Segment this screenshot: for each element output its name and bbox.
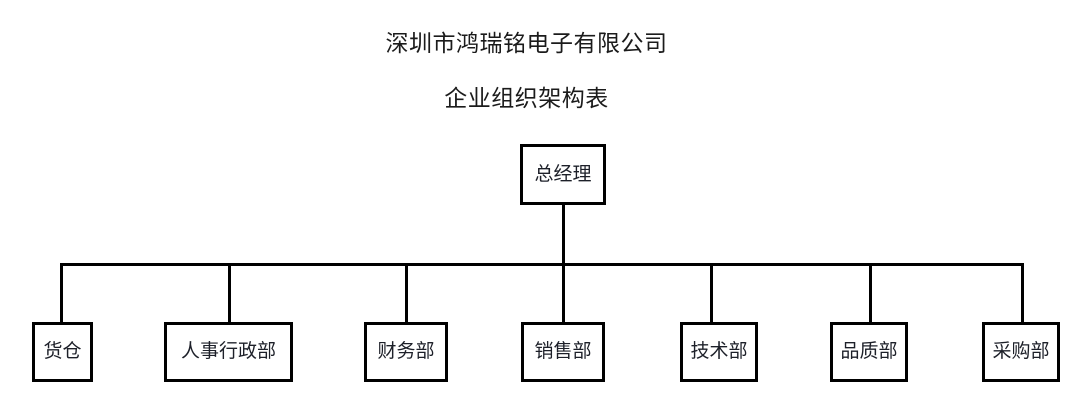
connector-drop-1 <box>228 263 231 325</box>
connector-drop-3 <box>562 263 565 325</box>
org-node-label: 货仓 <box>43 340 82 362</box>
org-node-label: 总经理 <box>534 162 592 185</box>
org-node-department-6[interactable]: 采购部 <box>982 322 1060 382</box>
org-node-label: 销售部 <box>534 340 592 362</box>
connector-drop-6 <box>1021 263 1024 325</box>
org-node-department-1[interactable]: 人事行政部 <box>164 322 293 382</box>
org-node-department-0[interactable]: 货仓 <box>32 322 93 382</box>
connector-horizontal-bus <box>60 263 1024 266</box>
org-node-department-4[interactable]: 技术部 <box>680 322 758 382</box>
connector-drop-2 <box>405 263 408 325</box>
org-node-label: 品质部 <box>840 340 898 362</box>
org-node-label: 技术部 <box>690 340 748 362</box>
page-title-company: 深圳市鸿瑞铭电子有限公司 <box>0 33 1073 56</box>
org-node-general-manager[interactable]: 总经理 <box>520 144 606 205</box>
org-node-department-5[interactable]: 品质部 <box>830 322 908 382</box>
org-node-label: 财务部 <box>377 340 435 362</box>
org-node-label: 人事行政部 <box>180 340 276 362</box>
connector-drop-0 <box>60 263 63 325</box>
org-node-label: 采购部 <box>992 340 1050 362</box>
page-title-subject: 企业组织架构表 <box>0 88 1073 111</box>
connector-drop-5 <box>869 263 872 325</box>
page-title-company-text: 深圳市鸿瑞铭电子有限公司 <box>385 31 668 57</box>
page-title-subject-text: 企业组织架构表 <box>444 86 609 112</box>
org-node-department-3[interactable]: 销售部 <box>521 322 605 382</box>
org-node-department-2[interactable]: 财务部 <box>364 322 448 382</box>
connector-drop-4 <box>710 263 713 325</box>
connector-root-stem <box>562 205 565 266</box>
